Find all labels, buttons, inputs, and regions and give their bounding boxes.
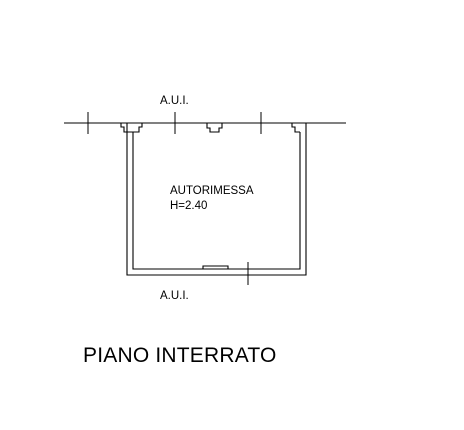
label-top-aui: A.U.I. (160, 95, 189, 107)
pillar-left (120, 123, 143, 133)
pillar-center (206, 123, 223, 133)
floor-title: PIANO INTERRATO (83, 344, 277, 367)
room-height-label: H=2.40 (170, 200, 207, 212)
pillar-right (291, 123, 300, 133)
room-name-label: AUTORIMESSA (170, 185, 254, 197)
room-inner-wall (132, 132, 301, 270)
door-threshold (202, 265, 229, 269)
room-outer-wall (126, 123, 307, 276)
label-bottom-aui: A.U.I. (160, 290, 189, 302)
